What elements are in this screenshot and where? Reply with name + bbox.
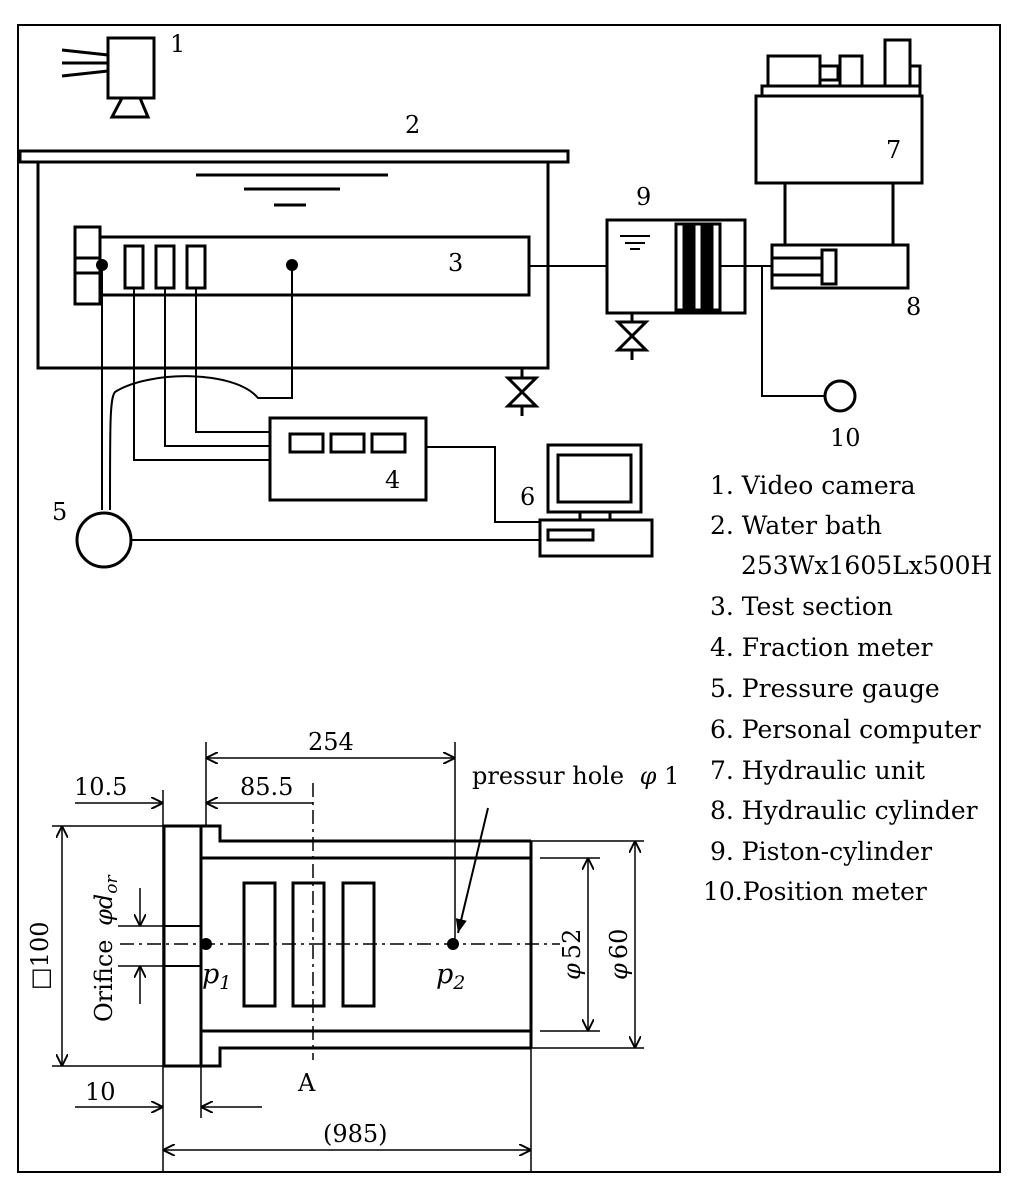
- dim-10: 10: [85, 1078, 116, 1106]
- orifice-label: Orifice φdor: [90, 874, 122, 1022]
- orifice-text: Orifice: [90, 940, 118, 1022]
- label-4: 4: [385, 466, 400, 494]
- fraction-meter: [268, 416, 428, 502]
- legend-item-6: 6. Personal computer: [710, 715, 981, 744]
- dim-254: 254: [308, 728, 354, 756]
- orifice-sub: or: [102, 874, 122, 893]
- p1-p: p: [202, 959, 219, 990]
- label-8: 8: [906, 293, 921, 321]
- phi1-value: 1: [664, 762, 679, 790]
- position-meter-icon: [823, 379, 857, 413]
- legend-item-4: 4. Fraction meter: [710, 633, 932, 662]
- p1-tap-dot: [200, 938, 212, 950]
- phi52-symbol: φ: [558, 963, 586, 980]
- legend-item-10: 10.Position meter: [703, 877, 927, 906]
- orifice-phi: φ: [90, 909, 118, 926]
- hydraulic-cylinder: [770, 243, 910, 290]
- legend-item-5: 5. Pressure gauge: [710, 674, 940, 703]
- video-camera-icon: [61, 36, 156, 119]
- p2-tap-dot: [447, 938, 459, 950]
- square-symbol: □: [26, 967, 54, 990]
- label-1: 1: [170, 30, 185, 58]
- signal-tubes: [101, 265, 540, 541]
- legend-item-1: 1. Video camera: [710, 471, 916, 500]
- legend-item-9: 9. Piston-cylinder: [710, 837, 932, 866]
- phi60-value: 60: [605, 929, 633, 960]
- label-2: 2: [405, 111, 420, 139]
- pressure-gauge-icon: [75, 511, 133, 569]
- legend-item-2: 2. Water bath: [710, 511, 882, 540]
- p2-label: p2: [436, 959, 465, 994]
- label-7: 7: [886, 136, 901, 164]
- label-5: 5: [52, 498, 67, 526]
- dim-985: (985): [323, 1120, 388, 1148]
- piston-cylinder: [529, 218, 772, 315]
- phi-52-label: φ 52: [558, 929, 586, 980]
- label-10: 10: [830, 424, 861, 452]
- phi60-symbol: φ: [605, 963, 633, 980]
- legend-item-2-dimensions: 253Wx1605Lx500H: [741, 551, 992, 580]
- phi-60-label: φ 60: [605, 929, 633, 980]
- phi52-value: 52: [558, 929, 586, 960]
- legend-item-3: 3. Test section: [710, 592, 893, 621]
- square-100-value: 100: [26, 922, 54, 968]
- p1-sub: 1: [219, 972, 231, 994]
- square-100-label: □100: [26, 922, 54, 991]
- pressure-hole-text: pressur hole: [472, 762, 624, 790]
- position-meter-wire: [761, 266, 824, 397]
- test-section-detail: [52, 742, 644, 1172]
- label-3: 3: [448, 249, 463, 277]
- label-6: 6: [520, 483, 535, 511]
- p1-label: p1: [202, 959, 231, 994]
- legend-item-7: 7. Hydraulic unit: [710, 756, 925, 785]
- drain-valve-icon: [504, 368, 540, 416]
- legend: 1. Video camera 2. Water bath 253Wx1605L…: [703, 471, 992, 906]
- hydraulic-unit: [754, 38, 924, 245]
- orifice-d: d: [90, 894, 118, 909]
- p2-sub: 2: [452, 972, 465, 994]
- phi-symbol: φ: [640, 762, 657, 790]
- personal-computer-icon: [538, 443, 654, 558]
- p2-p: p: [436, 959, 453, 990]
- figure-frame: [17, 24, 1001, 1173]
- piston-drain-valve-icon: [614, 313, 650, 360]
- section-a-label: A: [297, 1069, 316, 1097]
- pressure-hole-label: pressur hole φ 1: [472, 762, 679, 790]
- dim-10-5: 10.5: [74, 773, 127, 801]
- label-9: 9: [636, 183, 651, 211]
- dim-85-5: 85.5: [240, 773, 293, 801]
- legend-item-8: 8. Hydraulic cylinder: [710, 796, 978, 825]
- detail-labels: 254 10.5 85.5 10 (985) A pressur hole φ …: [26, 728, 679, 1148]
